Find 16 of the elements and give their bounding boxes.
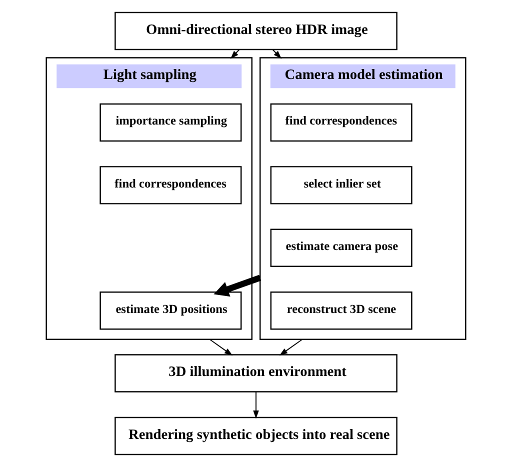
arrow xyxy=(279,338,303,356)
node-box: find correspondences xyxy=(270,103,412,142)
node-box: 3D illumination environment xyxy=(114,354,398,392)
node-box: estimate camera pose xyxy=(270,228,412,267)
arrow xyxy=(230,49,240,59)
arrow xyxy=(214,274,262,297)
node-box: Rendering synthetic objects into real scene xyxy=(114,416,398,456)
node-box: Omni-directional stereo HDR image xyxy=(114,12,398,50)
node-box: importance sampling xyxy=(100,103,242,142)
arrow xyxy=(253,392,259,419)
node-box: select inlier set xyxy=(270,166,412,204)
node-box: estimate 3D positions xyxy=(100,291,242,330)
node-box: find correspondences xyxy=(100,166,242,204)
arrow xyxy=(209,338,233,356)
arrow xyxy=(272,49,282,59)
node-box: reconstruct 3D scene xyxy=(270,291,412,330)
